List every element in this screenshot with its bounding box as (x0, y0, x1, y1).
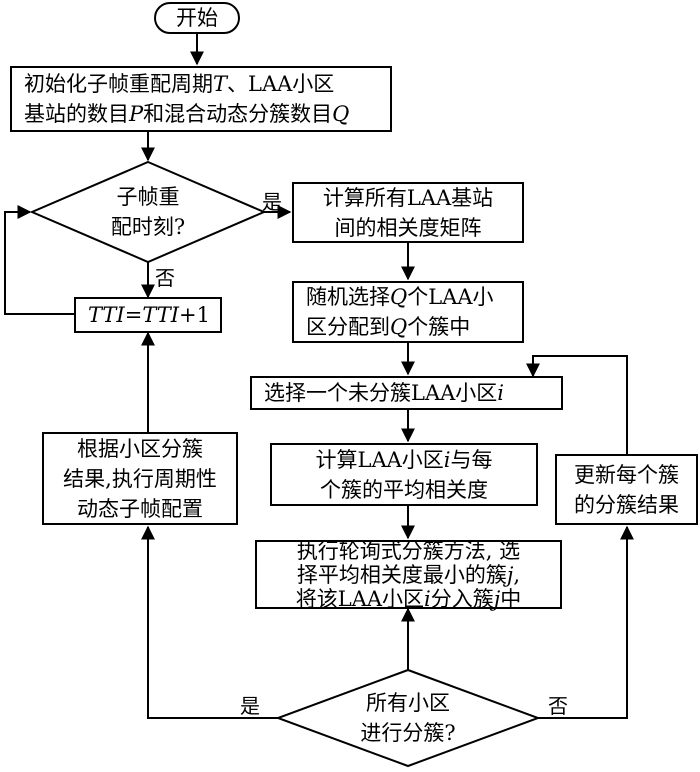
node-text-line: TTI=TTI+1 (88, 303, 210, 327)
edge-all-no (538, 525, 634, 719)
execute-config-node: 根据小区分簇结果,执行周期性动态子帧配置 (42, 432, 238, 525)
node-text-line: 初始化子帧重配周期T、LAA小区 (24, 72, 335, 96)
decision-reconfig-text: 子帧重配时刻? (92, 182, 204, 242)
label-reconfig-no: 否 (155, 266, 175, 290)
node-text-line: 进行分簇? (360, 721, 456, 745)
node-text-line: 计算LAA小区i与每 (315, 447, 493, 472)
node-text-line: 计算所有LAA基站 (322, 185, 494, 210)
tti-node: TTI=TTI+1 (74, 297, 222, 333)
random-select-node: 随机选择Q个LAA小区分配到Q个簇中 (292, 281, 524, 343)
node-text-line: 更新每个簇 (574, 462, 679, 487)
polling-node: 执行轮询式分簇方法, 选择平均相关度最小的簇j,将该LAA小区i分入簇j中 (255, 538, 562, 611)
edge-tti-loop (4, 205, 74, 315)
node-text-line: 个簇的平均相关度 (320, 477, 488, 502)
compute-matrix-node: 计算所有LAA基站间的相关度矩阵 (292, 182, 524, 243)
decision-all-text: 所有小区进行分簇? (338, 688, 478, 748)
label-all-no: 否 (548, 694, 568, 718)
edge-all-yes (141, 525, 278, 719)
start-node: 开始 (154, 2, 240, 34)
node-text-line: 开始 (176, 6, 218, 30)
select-cell-node: 选择一个未分簇LAA小区i (250, 376, 563, 410)
node-text-line: 子帧重 (116, 185, 180, 209)
node-text-line: 执行轮询式分簇方法, 选 (296, 538, 521, 563)
node-text-line: 根据小区分簇 (77, 436, 203, 461)
update-result-node: 更新每个簇的分簇结果 (555, 454, 698, 525)
node-text-line: 基站的数目P和混合动态分簇数目Q (24, 102, 350, 126)
node-text-line: 结果,执行周期性 (63, 466, 217, 491)
edge-update-select (526, 355, 628, 454)
node-text-line: 配时刻? (110, 215, 186, 239)
node-text-line: 随机选择Q个LAA小 (306, 285, 494, 309)
node-text-line: 将该LAA小区i分入簇j中 (295, 586, 522, 611)
node-text-line: 所有小区 (366, 691, 450, 715)
node-text-line: 区分配到Q个簇中 (306, 315, 471, 339)
label-reconfig-yes: 是 (262, 190, 282, 214)
node-text-line: 间的相关度矩阵 (334, 215, 482, 240)
node-text-line: 择平均相关度最小的簇j, (296, 562, 521, 587)
compute-avg-node: 计算LAA小区i与每个簇的平均相关度 (270, 443, 538, 506)
node-text-line: 的分簇结果 (574, 492, 679, 517)
node-text-line: 动态子帧配置 (77, 496, 203, 521)
node-text-line: 选择一个未分簇LAA小区i (264, 381, 504, 405)
init-node: 初始化子帧重配周期T、LAA小区基站的数目P和混合动态分簇数目Q (10, 66, 392, 132)
decision-all-shape (275, 668, 541, 768)
label-all-yes: 是 (240, 694, 260, 718)
